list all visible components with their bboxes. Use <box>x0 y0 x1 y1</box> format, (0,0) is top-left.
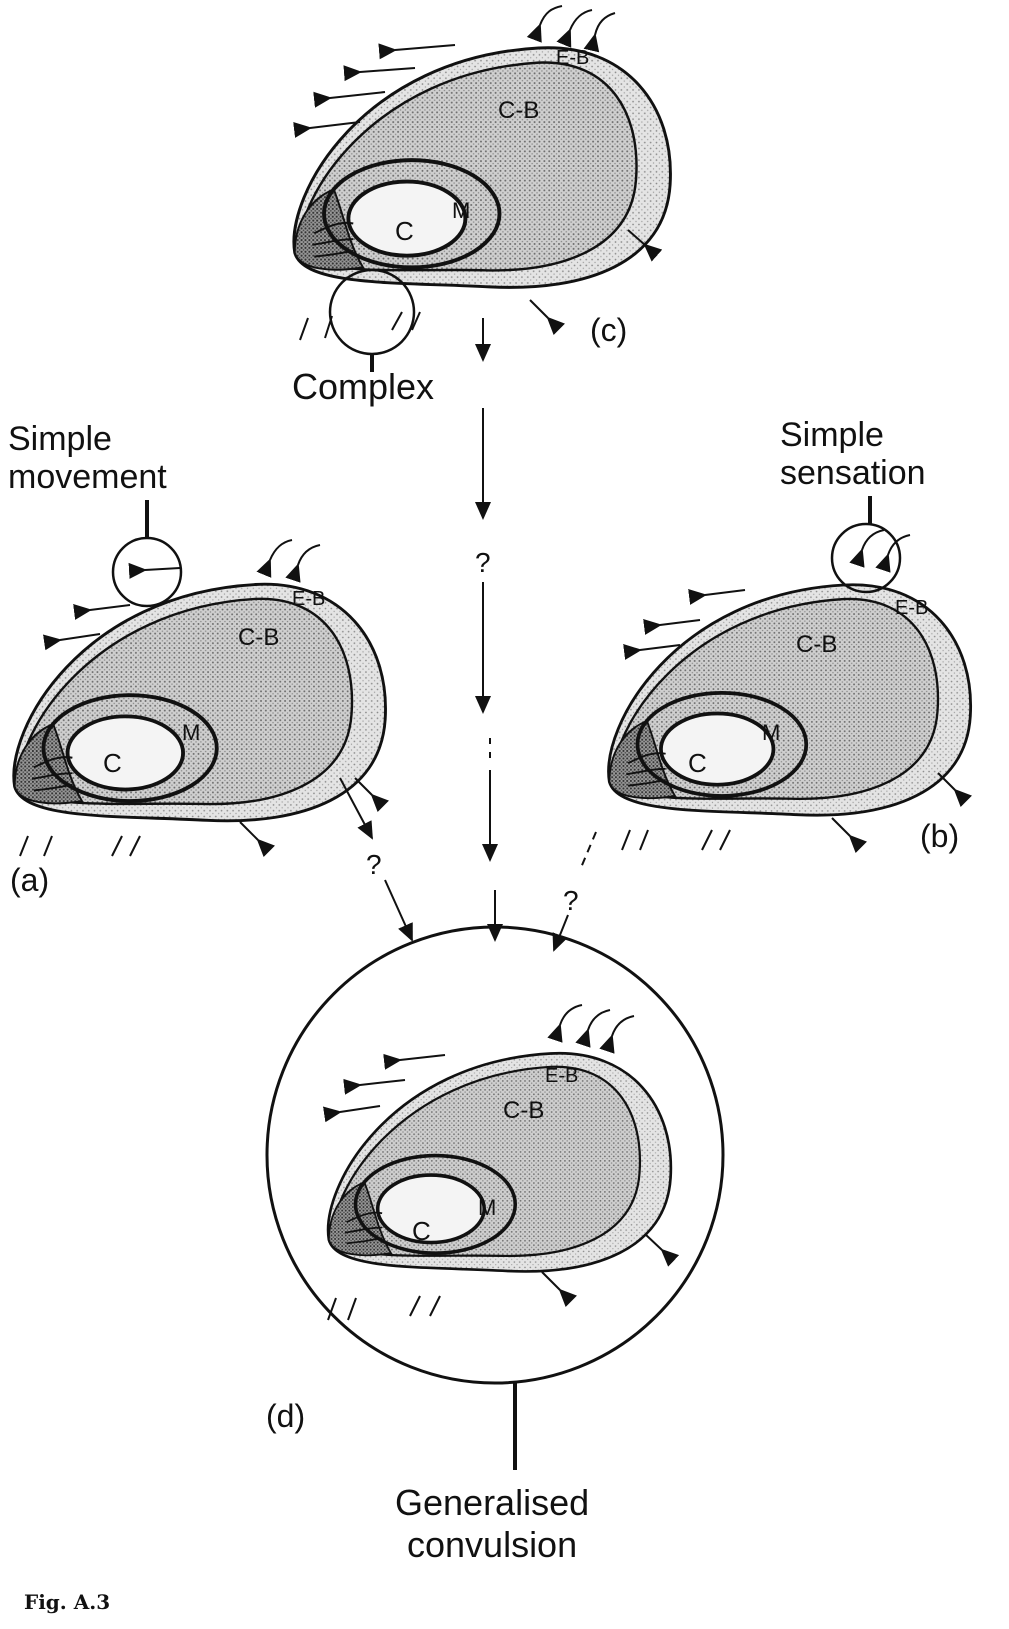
label-c-m: M <box>452 198 470 223</box>
generalised-convulsion-label: Generalised convulsion <box>395 1482 589 1566</box>
label-d-eb: E-B <box>545 1065 578 1087</box>
label-c-cb: C-B <box>498 97 539 124</box>
simple-movement-focus-circle <box>113 538 181 606</box>
simple-sensation-line-1: Simple <box>780 416 926 454</box>
simple-movement-line-1: Simple <box>8 420 167 458</box>
simple-sensation-focus-circle <box>832 524 900 592</box>
panel-c-tag: (c) <box>590 312 627 348</box>
label-c-c: C <box>395 216 414 246</box>
question-mark-center: ? <box>475 548 491 578</box>
label-b-cb: C-B <box>796 631 837 658</box>
label-a-c: C <box>103 748 122 778</box>
label-b-c: C <box>688 748 707 778</box>
panel-a-tag: (a) <box>10 862 49 898</box>
label-d-m: M <box>478 1195 496 1220</box>
label-a-cb: C-B <box>238 624 279 651</box>
complex-label: Complex <box>292 368 434 406</box>
label-b-eb: E-B <box>895 597 928 619</box>
label-d-cb: C-B <box>503 1097 544 1124</box>
label-a-eb: E-B <box>292 588 325 610</box>
panel-b-tag: (b) <box>920 818 959 854</box>
panel-d-tag: (d) <box>266 1398 305 1434</box>
label-d-c: C <box>412 1216 431 1246</box>
generalised-line-2: convulsion <box>395 1524 589 1566</box>
label-a-m: M <box>182 720 200 745</box>
simple-sensation-line-2: sensation <box>780 454 926 492</box>
label-c-eb: E-B <box>556 47 589 69</box>
simple-sensation-label: Simple sensation <box>780 416 926 492</box>
simple-movement-line-2: movement <box>8 458 167 496</box>
question-mark-left: ? <box>366 850 382 880</box>
panel-a-brain <box>14 500 386 856</box>
simple-movement-label: Simple movement <box>8 420 167 496</box>
label-b-m: M <box>762 720 780 745</box>
panel-b-brain <box>609 496 971 850</box>
question-mark-right: ? <box>563 886 579 916</box>
figure-caption: Fig. A.3 <box>24 1590 110 1614</box>
generalised-line-1: Generalised <box>395 1482 589 1524</box>
